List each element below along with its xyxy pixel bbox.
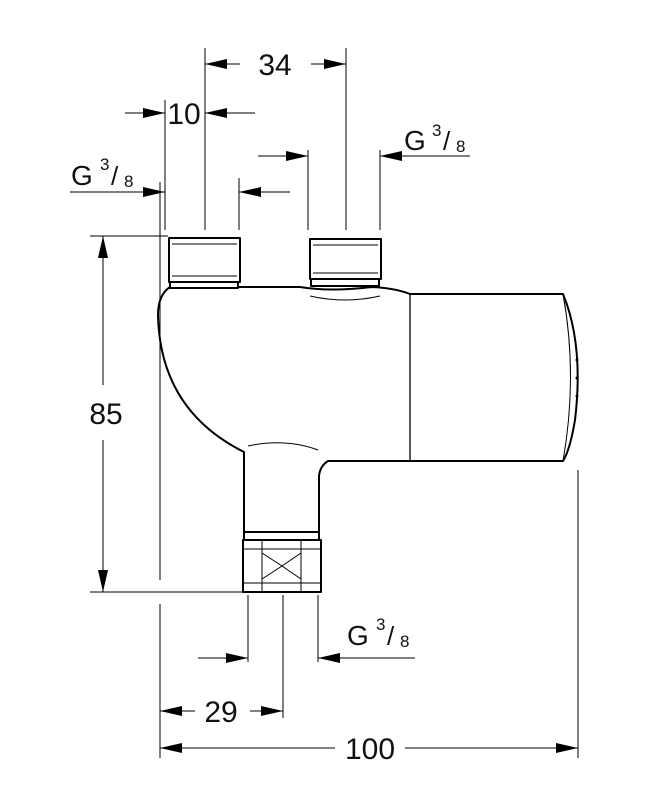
valve-body [157,286,579,541]
dimension-34: 34 [205,49,346,82]
valve-housing [157,286,579,533]
dimension-85: 85 [89,236,123,592]
top-connector-left [168,237,241,289]
dimension-label-100: 100 [345,733,395,766]
body-shading-curve [247,442,319,451]
thread-label-numerator: 3 [100,155,109,174]
thread-label-g: G [71,160,93,191]
cap-detail-dot [575,394,579,398]
thread-label-denominator: 8 [456,137,465,156]
thread-callout-left: G 3 / 8 [70,155,290,197]
body-shading-curve [309,295,381,301]
dimension-29: 29 [160,696,283,729]
dimension-label-85: 85 [89,398,122,431]
dimension-label-34: 34 [258,49,291,82]
dimension-label-10: 10 [167,98,200,131]
thread-callout-bottom: G 3 / 8 [198,615,415,663]
thread-label-g: G [347,620,369,651]
top-connector-right [309,238,382,287]
cap-detail-dot [575,376,579,380]
dimension-100: 100 [160,733,578,766]
outlet-ring [243,531,320,541]
cap-detail-dot [575,358,579,362]
thread-label-slash: / [443,126,451,156]
thread-label-denominator: 8 [400,632,409,651]
dimension-label-29: 29 [204,696,237,729]
extension-lines [90,48,579,758]
thread-label-numerator: 3 [376,615,385,634]
thread-label-g: G [404,125,426,156]
thread-label-numerator: 3 [432,121,441,140]
dimension-10: 10 [125,98,255,131]
thread-label-slash: / [387,621,395,651]
thread-label-denominator: 8 [124,172,133,191]
thread-label-slash: / [111,161,119,191]
cap-end-curve [562,293,571,462]
bottom-nut [242,539,322,593]
thread-callout-right: G 3 / 8 [258,121,470,161]
